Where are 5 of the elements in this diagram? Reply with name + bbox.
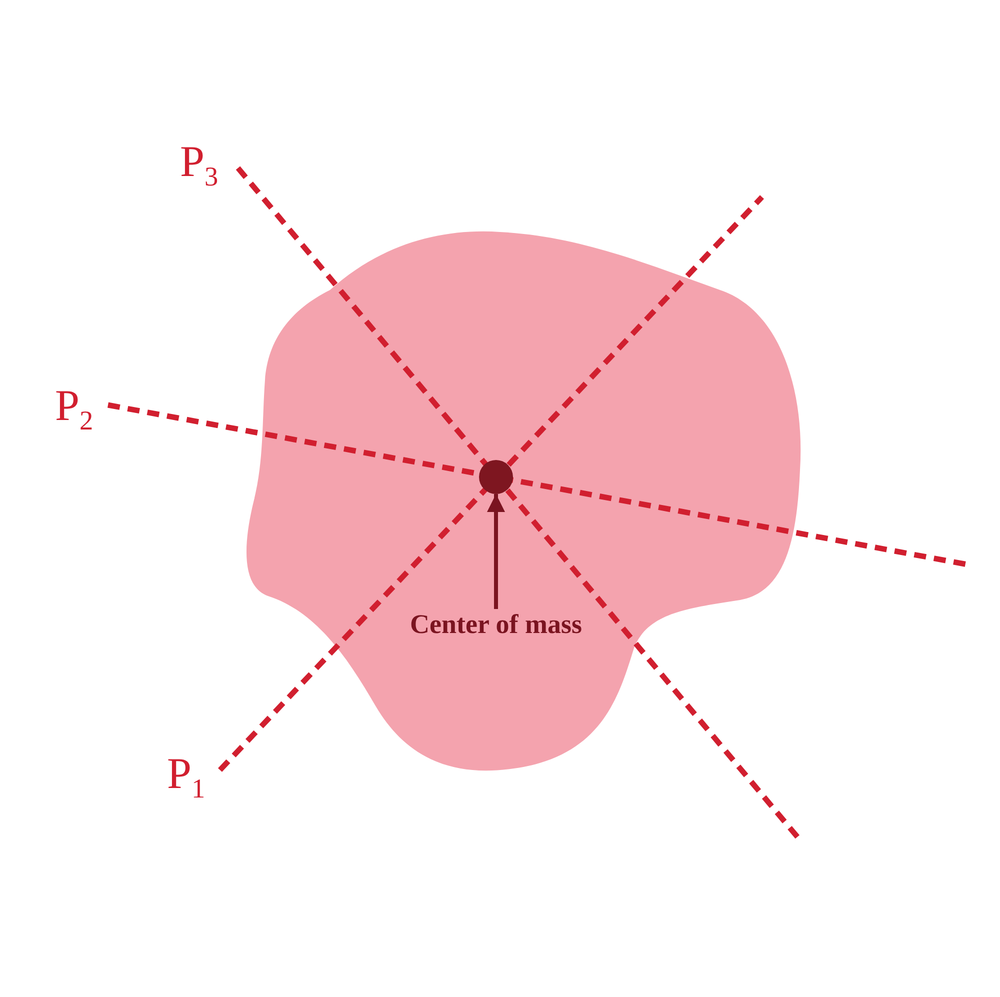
- center-of-mass-label: Center of mass: [410, 609, 582, 640]
- arrow: [487, 494, 505, 609]
- point-label: P$_{1}$: [167, 752, 206, 796]
- point-label: P$_{2}$: [55, 384, 94, 428]
- point-label: P$_{3}$: [180, 140, 218, 184]
